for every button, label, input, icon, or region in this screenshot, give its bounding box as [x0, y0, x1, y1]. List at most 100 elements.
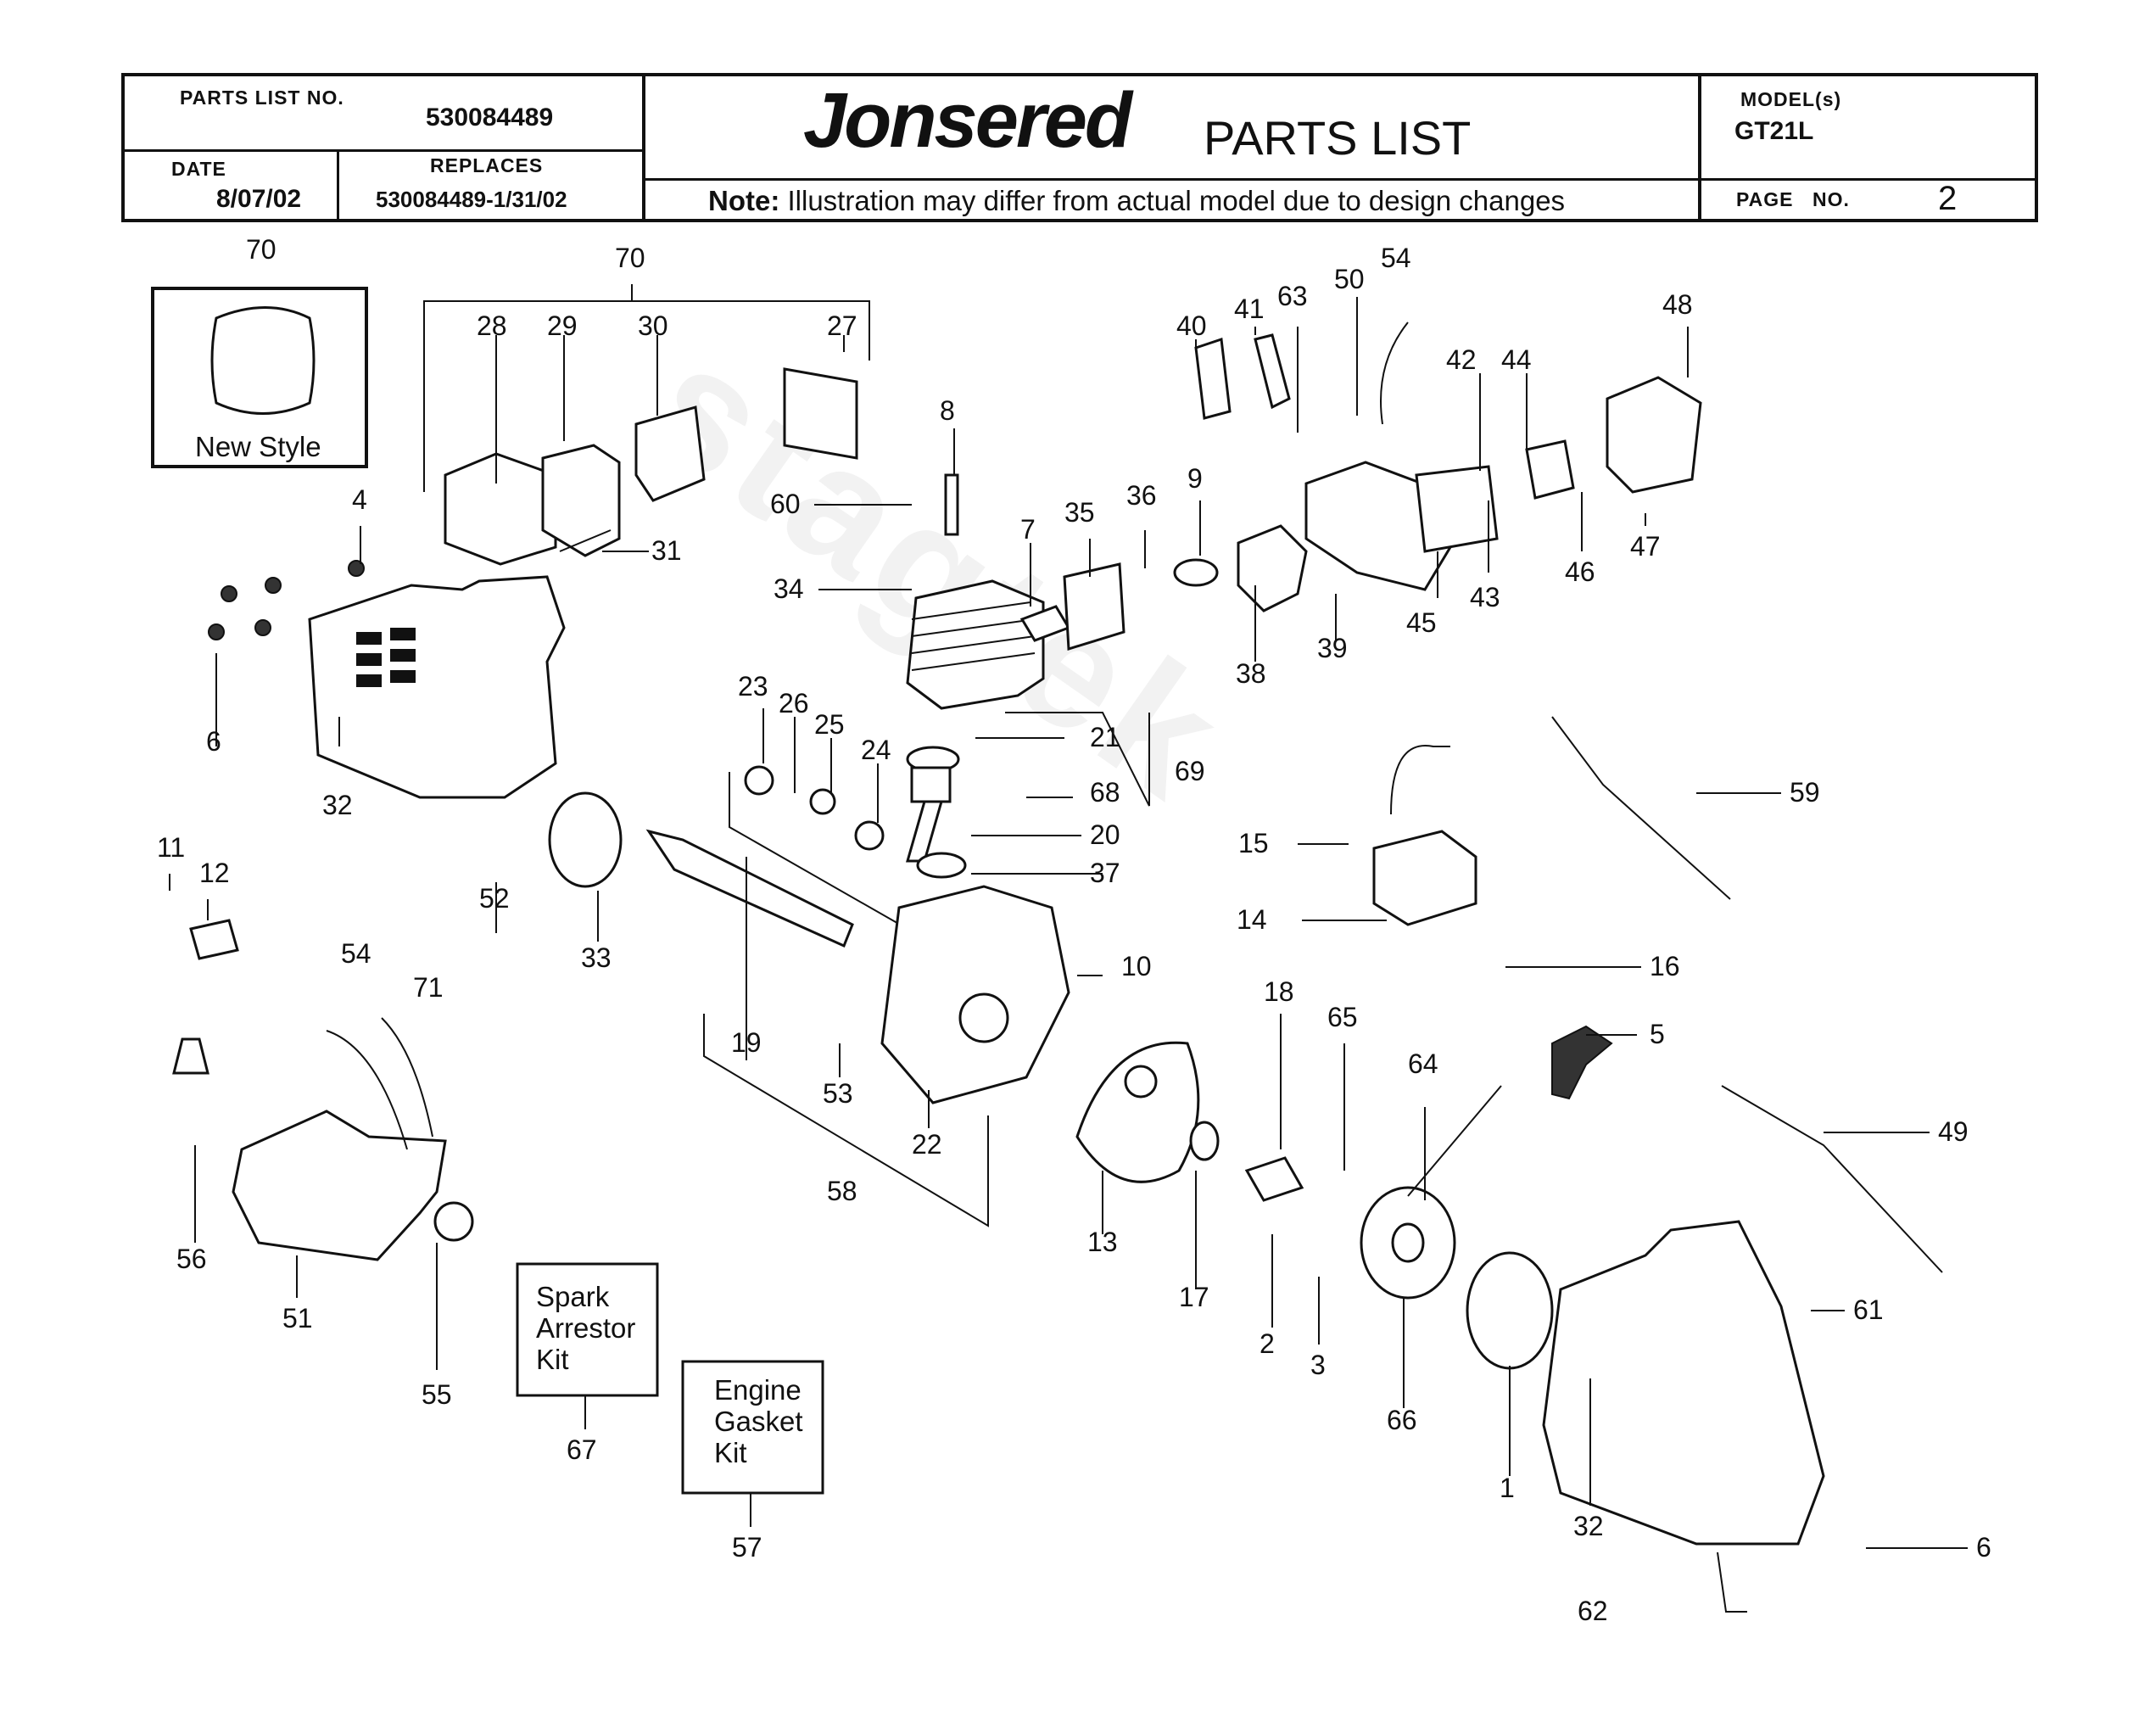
callout: 47	[1630, 531, 1661, 562]
callout: 42	[1446, 344, 1477, 375]
brand-logo: Jonsered	[803, 77, 1132, 164]
parts-list-no-label: PARTS LIST NO.	[180, 87, 344, 109]
callout: 17	[1179, 1282, 1209, 1312]
bracket-bearings	[729, 772, 908, 930]
callout: 19	[731, 1027, 762, 1058]
crankcase-bore	[958, 992, 1009, 1043]
callout: 22	[912, 1129, 942, 1160]
part-12-clip	[189, 919, 239, 960]
callout: 54	[1381, 243, 1411, 273]
callout: 34	[774, 573, 804, 604]
callout: 39	[1317, 633, 1348, 663]
part-13-flywheel	[1075, 1041, 1200, 1183]
divider	[125, 149, 642, 152]
cylinder-fins	[911, 601, 1036, 671]
part-54-fuel-line-upper	[1380, 321, 1409, 425]
part-37-gasket	[916, 852, 967, 879]
part-20-connecting-rod	[906, 800, 943, 863]
part-32-starter-housing	[1542, 1220, 1825, 1546]
divider	[1698, 76, 1701, 219]
page-label: PAGE	[1736, 188, 1794, 210]
callout: 50	[1334, 264, 1365, 294]
callout: 56	[176, 1244, 207, 1274]
callout: 38	[1236, 658, 1266, 689]
callout: 24	[861, 735, 891, 765]
callout-leaders	[169, 297, 1968, 1613]
callout: 9	[1187, 463, 1203, 494]
model-label: MODEL(s)	[1740, 88, 1842, 110]
air-filter-cover-new-style	[210, 306, 316, 415]
callout: 70	[615, 243, 645, 273]
callout: 60	[770, 489, 801, 519]
spark-arrestor-kit-box	[516, 1262, 659, 1397]
callout: 46	[1565, 556, 1595, 587]
callout: 67	[567, 1434, 597, 1465]
callout: 21	[1090, 722, 1120, 752]
flywheel-hub	[1124, 1065, 1158, 1099]
part-31-spring	[559, 529, 612, 552]
part-51-fuel-tank	[232, 1110, 447, 1261]
callout: 11	[157, 832, 185, 863]
part-59-ground-wire	[1551, 716, 1731, 900]
part-35-spacer	[1063, 562, 1125, 651]
callout: 5	[1650, 1019, 1665, 1049]
callout: 25	[814, 709, 845, 740]
spark-arrestor-line1: Spark	[536, 1281, 610, 1312]
divider	[645, 178, 1698, 181]
part-40-plate	[1194, 337, 1232, 420]
model-value: GT21L	[1734, 117, 1814, 145]
part-55-fuel-cap	[433, 1201, 474, 1242]
callout: 69	[1175, 756, 1205, 786]
callout: 54	[341, 938, 371, 969]
part-56-fuel-filter	[172, 1037, 209, 1075]
callout: 44	[1501, 344, 1532, 375]
part-47-air-cover	[1606, 376, 1702, 494]
design-note: Note: Illustration may differ from actua…	[708, 185, 1565, 217]
engine-gasket-line3: Kit	[714, 1437, 747, 1468]
replaces-value: 530084489-1/31/02	[376, 187, 567, 212]
new-style-label: New Style	[195, 431, 321, 462]
callout: 6	[206, 726, 221, 757]
part-29-filter-holder	[541, 444, 621, 557]
callout: 59	[1790, 777, 1820, 808]
callout: 71	[413, 972, 444, 1003]
pulley-hub	[1391, 1222, 1425, 1263]
divider	[642, 76, 645, 219]
replaces-label: REPLACES	[430, 154, 544, 176]
callout: 4	[352, 484, 367, 515]
callout: 32	[322, 790, 353, 820]
callout: 33	[581, 942, 612, 973]
part-23-bearing	[744, 765, 774, 796]
part-5-starter-handle	[1551, 1025, 1613, 1100]
callout: 63	[1277, 281, 1308, 311]
part-25-bearing	[809, 788, 836, 815]
spark-arrestor-line2: Arrestor	[536, 1312, 635, 1344]
callout: 12	[199, 858, 230, 888]
callout: 31	[651, 535, 682, 566]
callout: 14	[1237, 904, 1267, 935]
date-label: DATE	[171, 158, 226, 180]
callout: 57	[732, 1532, 762, 1563]
callout: 68	[1090, 777, 1120, 808]
callout: 37	[1090, 858, 1120, 888]
callout: 20	[1090, 819, 1120, 850]
part-46-filter	[1525, 439, 1575, 500]
new-style-box	[151, 287, 368, 468]
part-45-filter-gasket	[1415, 465, 1499, 553]
page-no-label: NO.	[1812, 188, 1850, 210]
part-18-starter-pawl	[1244, 1156, 1304, 1202]
note-text: Illustration may differ from actual mode…	[787, 185, 1566, 216]
callout: 1	[1500, 1473, 1515, 1503]
part-1-recoil-spring	[1466, 1251, 1554, 1370]
part-49-throttle-cable	[1721, 1085, 1943, 1273]
callout: 55	[422, 1379, 452, 1410]
note-label: Note:	[708, 185, 780, 216]
callout: 66	[1387, 1405, 1417, 1435]
part-71-fuel-line	[381, 1017, 433, 1138]
callout: 30	[638, 310, 668, 341]
date-value: 8/07/02	[216, 185, 302, 213]
callout: 62	[1578, 1596, 1608, 1626]
callout: 58	[827, 1176, 857, 1206]
callout: 43	[1470, 582, 1500, 612]
